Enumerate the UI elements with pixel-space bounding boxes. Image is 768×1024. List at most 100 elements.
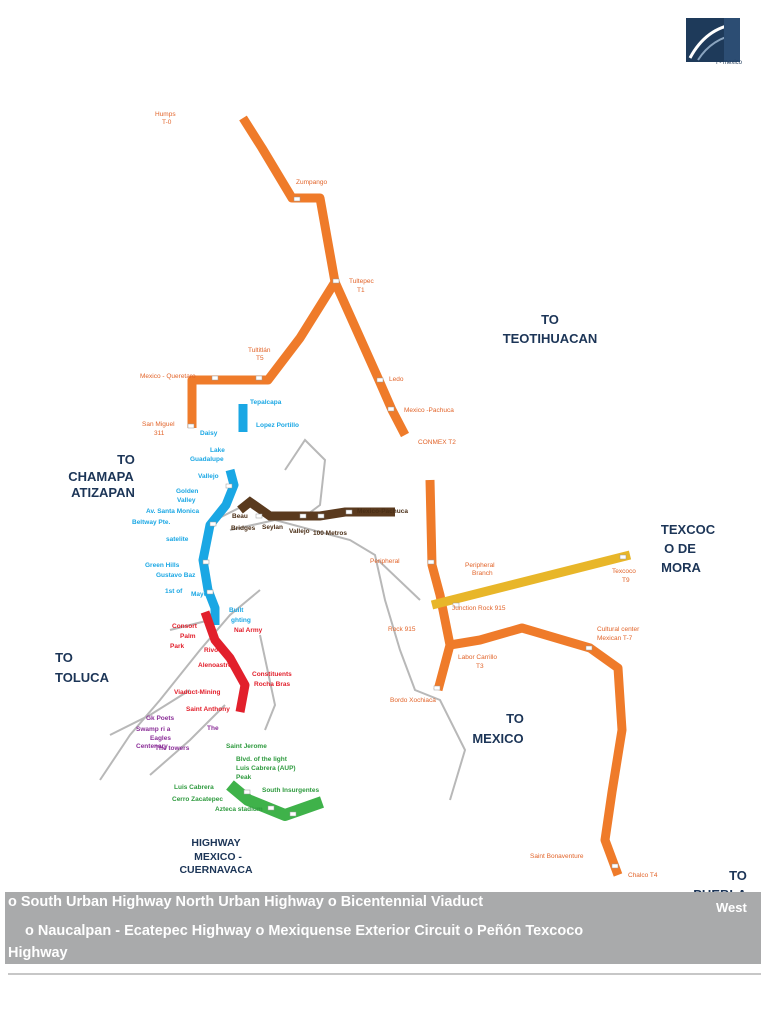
label-viaduct-mining: Viaduct-Mining xyxy=(174,689,220,696)
label-alenoastre: Alenoastre xyxy=(198,662,232,669)
label-built: Built xyxy=(229,607,244,614)
label-valley: Valley xyxy=(177,497,196,504)
station-markers xyxy=(187,196,627,869)
label-constituents: Constituents xyxy=(252,671,292,678)
bottom-divider xyxy=(8,973,761,975)
label-saint-anthony: Saint Anthony xyxy=(186,706,230,713)
dir-chamapa-1: TO xyxy=(117,452,135,467)
label-nal-army: Nal Army xyxy=(234,627,263,634)
label-lake: Lake xyxy=(210,447,225,454)
north-orange-highway xyxy=(187,115,409,438)
dir-texcoco-2: O DE xyxy=(664,541,696,556)
label-south-insurgentes: South Insurgentes xyxy=(262,787,319,794)
label-lopez-portillo: Lopez Portillo xyxy=(256,422,299,429)
red-highway xyxy=(200,610,250,713)
label-mexico-queretaro: Mexico - Queretaro xyxy=(140,373,196,380)
label-av-santa-monica: Av. Santa Monica xyxy=(146,508,199,515)
label-saint-jerome: Saint Jerome xyxy=(226,743,267,750)
dir-cuernavaca-3: CUERNAVACA xyxy=(179,864,253,876)
dir-teotihuacan-1: TO xyxy=(541,312,559,327)
label-centenary: Centenary xyxy=(136,743,168,750)
legend-bar xyxy=(5,892,761,964)
label-daisy: Daisy xyxy=(200,430,218,437)
label-saint-bonaventure: Saint Bonaventure xyxy=(530,853,584,860)
label-labor-carrillo: Labor Carrillo xyxy=(458,654,497,661)
label-zumpango: Zumpango xyxy=(296,179,327,186)
label-golden: Golden xyxy=(176,488,198,495)
label-luis-cabrera-aup: Luis Cabrera (AUP) xyxy=(236,765,296,772)
label-vallejo: Vallejo xyxy=(198,473,219,480)
label-ledo: Ledo xyxy=(389,376,404,383)
logo-text: I - mexico xyxy=(716,60,743,66)
label-bordo-xochiaca: Bordo Xochiaca xyxy=(390,697,436,704)
label-tepalcapa: Tepalcapa xyxy=(250,399,282,406)
label-humps: Humps xyxy=(155,111,176,118)
dir-texcoco-1: TEXCOC xyxy=(661,522,716,537)
legend-line-2: o Naucalpan - Ecatepec Highway o Mexique… xyxy=(25,923,584,939)
label-green-hills: Green Hills xyxy=(145,562,180,569)
logo-icon xyxy=(686,18,740,62)
east-orange-highway xyxy=(425,479,627,877)
label-rivoux: Rivoux xyxy=(204,647,226,654)
label-blvd-light: Blvd. of the light xyxy=(236,756,288,763)
dir-teotihuacan-2: TEOTIHUACAN xyxy=(503,331,598,346)
legend-line-3: Highway xyxy=(8,945,68,961)
dir-mexico-2: MEXICO xyxy=(472,731,523,746)
label-peripheral-1: Peripheral xyxy=(370,558,400,565)
label-gk-poets: Gk Poets xyxy=(146,715,175,722)
label-san-miguel: San Miguel xyxy=(142,421,175,428)
label-cerro-zacatepec: Cerro Zacatepec xyxy=(172,796,223,803)
dir-puebla-1: TO xyxy=(729,868,747,883)
label-seylan: Seylan xyxy=(262,524,283,531)
label-vallejo-b: Vallejo xyxy=(289,528,310,535)
brown-highway xyxy=(237,496,395,521)
blue-highway xyxy=(198,404,248,625)
label-ghting: ghting xyxy=(231,617,251,624)
label-the: The xyxy=(207,725,219,732)
label-beau: Beau xyxy=(232,513,248,520)
label-t9: T9 xyxy=(622,577,630,584)
label-satelite: satelite xyxy=(166,536,189,543)
label-rocha-bras: Rocha Bras xyxy=(254,681,291,688)
label-peak: Peak xyxy=(236,774,252,781)
dir-chamapa-2: CHAMAPA xyxy=(68,469,134,484)
label-t0: T-0 xyxy=(162,119,172,126)
label-t3: T3 xyxy=(476,663,484,670)
dir-texcoco-3: MORA xyxy=(661,560,701,575)
dir-cuernavaca-2: MEXICO - xyxy=(194,851,242,863)
dir-toluca-1: TO xyxy=(55,650,73,665)
dir-chamapa-3: ATIZAPAN xyxy=(71,485,135,500)
green-highway xyxy=(226,780,324,821)
label-peripheral-2: Peripheral xyxy=(465,562,495,569)
label-junction-rock: Junction Rock 915 xyxy=(452,605,506,612)
label-chalco-t4: Chalco T4 xyxy=(628,872,658,879)
label-311: 311 xyxy=(154,430,165,437)
label-park: Park xyxy=(170,643,184,650)
label-mexican-t7: Mexican T-7 xyxy=(597,635,633,642)
gray-roads xyxy=(99,438,467,801)
label-t1: T1 xyxy=(357,287,365,294)
label-bridges: Bridges xyxy=(231,525,256,532)
label-luis-cabrera: Luis Cabrera xyxy=(174,784,214,791)
label-beltway: Beltway Pte. xyxy=(132,519,170,526)
dir-cuernavaca-1: HIGHWAY xyxy=(191,837,240,849)
label-tultitlan: Tultitlán xyxy=(248,347,271,354)
label-azteca-stadium: Azteca stadium xyxy=(215,806,263,813)
label-palm: Palm xyxy=(180,633,196,640)
label-mayo: Mayo xyxy=(191,591,208,598)
label-conmex: CONMEX T2 xyxy=(418,439,456,446)
label-consort: Consort xyxy=(172,623,198,630)
label-guadalupe: Guadalupe xyxy=(190,456,224,463)
label-gustavo-baz: Gustavo Baz xyxy=(156,572,196,579)
label-eagles: Eagles xyxy=(150,735,171,742)
dir-mexico-1: TO xyxy=(506,711,524,726)
label-swamp: Swamp ri a xyxy=(136,726,171,733)
legend-line-1: o South Urban Highway North Urban Highwa… xyxy=(8,894,484,910)
texcoco-highway xyxy=(430,550,632,610)
label-branch: Branch xyxy=(472,570,493,577)
label-texcoco: Texcoco xyxy=(612,568,636,575)
label-100-metros: 100 Metros xyxy=(313,530,347,537)
label-t5: T5 xyxy=(256,355,264,362)
label-tultepec: Tultepec xyxy=(349,278,374,285)
